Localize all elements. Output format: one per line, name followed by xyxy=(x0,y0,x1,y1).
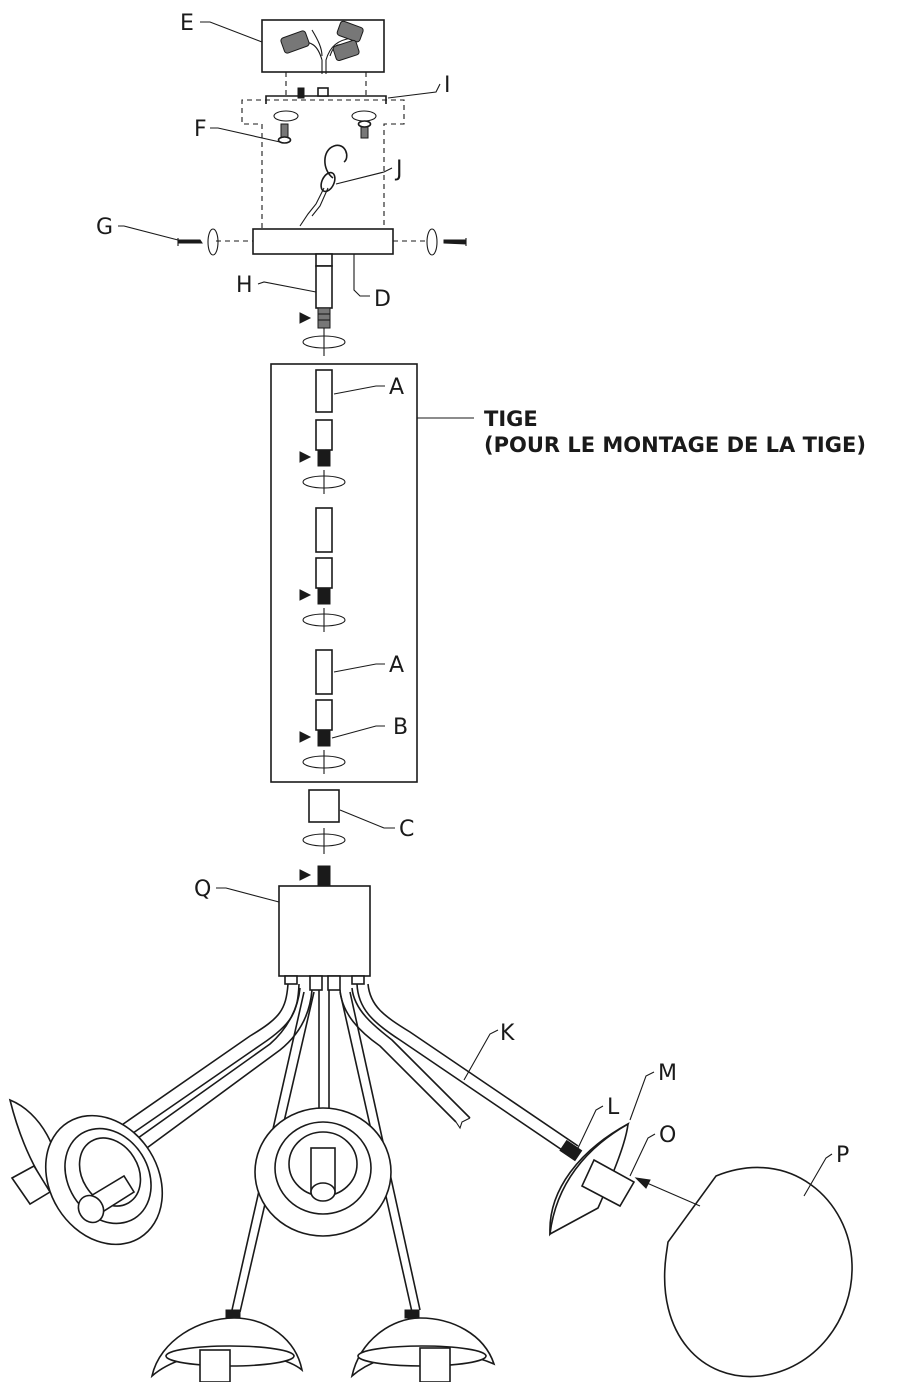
shade-lower-right xyxy=(350,1309,496,1382)
label-k: K xyxy=(500,1021,515,1046)
shade-far-left xyxy=(8,1098,164,1246)
label-d: D xyxy=(374,287,391,312)
part-d-canopy xyxy=(216,228,428,255)
label-o: O xyxy=(659,1123,676,1148)
shade-center xyxy=(254,1107,392,1237)
part-g-side-screws xyxy=(177,228,467,256)
part-e-wire-connectors xyxy=(261,19,385,74)
shade-right-m xyxy=(549,1122,636,1237)
stem-kit-box xyxy=(270,363,474,783)
part-labels: E I F J G H D A TIGE (POUR LE MONTAGE DE… xyxy=(96,11,866,1168)
label-q: Q xyxy=(194,877,211,902)
label-f: F xyxy=(194,117,207,142)
label-p: P xyxy=(836,1143,849,1168)
label-a-top: A xyxy=(389,375,404,400)
part-f-screws xyxy=(277,120,372,144)
shade-lower-left xyxy=(150,1309,304,1382)
stem-title-line1: TIGE xyxy=(484,407,538,431)
part-o-socket xyxy=(580,1158,636,1208)
part-p-glass-globe xyxy=(634,1166,853,1378)
label-i: I xyxy=(444,73,451,98)
part-h-nipple xyxy=(299,253,346,356)
label-c: C xyxy=(399,817,414,842)
label-b: B xyxy=(393,715,408,740)
label-a-bottom: A xyxy=(389,653,404,678)
label-g: G xyxy=(96,215,113,240)
stem-section-1 xyxy=(299,369,346,494)
label-e: E xyxy=(180,11,194,36)
part-q-hub xyxy=(278,865,371,991)
label-h: H xyxy=(236,273,253,298)
part-c-coupler xyxy=(302,789,346,854)
label-m: M xyxy=(658,1061,677,1086)
label-l: L xyxy=(607,1095,620,1120)
stem-title-line2: (POUR LE MONTAGE DE LA TIGE) xyxy=(484,433,866,457)
part-i-crossbar xyxy=(241,72,405,228)
stem-section-3 xyxy=(299,649,346,774)
part-j-hook-chain xyxy=(299,144,348,227)
label-j: J xyxy=(394,157,403,182)
stem-section-2 xyxy=(299,507,346,632)
leader-lines xyxy=(118,21,833,1197)
